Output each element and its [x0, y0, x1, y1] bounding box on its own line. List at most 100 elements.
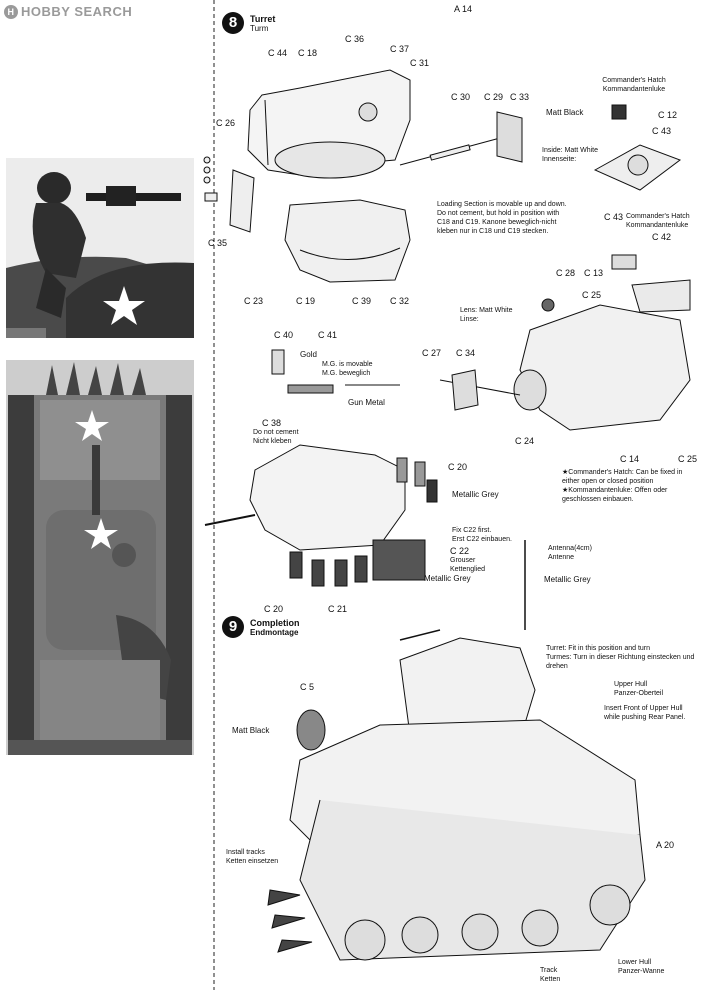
commanders-hatch-title: Commander's Hatch Kommandantenluke — [584, 76, 684, 94]
paint-metallic-grey: Metallic Grey — [452, 490, 499, 499]
antenna-en: Antenna(4cm) — [548, 545, 592, 552]
turret-note-en: Turret: Fit in this position and turn — [546, 645, 651, 652]
install-tracks-de: Ketten einsetzen — [226, 858, 279, 865]
hatch-position-note: ★Commander's Hatch: Can be fixed in eith… — [562, 468, 700, 504]
completed-tank-drawing — [267, 629, 646, 961]
part-label-c25: C 25 — [582, 290, 602, 300]
install-tracks-note: Install tracks Ketten einsetzen — [226, 848, 278, 866]
lower-hull-label: Lower Hull Panzer-Wanne — [618, 958, 664, 976]
mg-note-en: M.G. is movable — [322, 361, 373, 368]
part-label: C 26 — [216, 118, 236, 128]
turret-mid-body-drawing — [204, 444, 438, 551]
commanders-hatch-label: Commander's Hatch Kommandantenluke — [626, 212, 690, 230]
part-label-c43: C 43 — [652, 126, 672, 136]
step-8-title: Turret Turm — [250, 14, 275, 34]
paint-matt-black-9: Matt Black — [232, 726, 270, 735]
lens-note-en: Lens: Matt White — [460, 307, 513, 314]
watermark-text: HOBBY SEARCH — [21, 4, 133, 19]
turret-upper-shell-drawing — [247, 69, 411, 283]
track-label: Track Ketten — [540, 966, 560, 984]
mg-and-gun-parts-drawing — [271, 349, 521, 411]
commanders-hatch-detail-drawing — [593, 104, 682, 191]
part-label: C 35 — [208, 238, 228, 248]
track-en: Track — [540, 967, 558, 974]
inside-matt-white-note: Inside: Matt White Innenseite: — [542, 146, 598, 164]
step-9-title-en: Completion — [250, 618, 300, 628]
part-label-c24: C 24 — [515, 436, 535, 446]
part-label: C 29 — [484, 92, 504, 102]
part-label-c22: C 22 — [450, 546, 470, 556]
part-label-a20: A 20 — [656, 840, 675, 850]
hatch2-en: Commander's Hatch — [626, 213, 690, 220]
part-label-c21: C 21 — [328, 604, 348, 614]
antenna-de: Antenne — [548, 554, 575, 561]
part-label-c43b: C 43 — [604, 212, 624, 222]
loading-section-note: Loading Section is movable up and down. … — [437, 201, 567, 235]
inside-note-de: Innenseite: — [542, 156, 577, 163]
part-label-c34: C 34 — [456, 348, 476, 358]
watermark-logo-icon: H — [4, 4, 18, 19]
lens-note-de: Linse: — [460, 316, 479, 323]
step-8-number: 8 — [222, 12, 244, 34]
c38-note-en: Do not cement — [253, 429, 299, 436]
upper-hull-en: Upper Hull — [614, 681, 648, 688]
turret-lower-assembly-drawing — [513, 254, 691, 431]
paint-gun-metal: Gun Metal — [348, 398, 385, 407]
part-label: C 32 — [390, 296, 410, 306]
part-label: C 19 — [296, 296, 316, 306]
upper-hull-label: Upper Hull Panzer-Oberteil — [614, 680, 663, 698]
hatch-position-note-en: ★Commander's Hatch: Can be fixed in eith… — [562, 469, 683, 485]
inside-note-en: Inside: Matt White — [542, 147, 599, 154]
part-label: C 30 — [451, 92, 471, 102]
track-de: Ketten — [540, 976, 561, 983]
mg-note-de: M.G. beweglich — [322, 370, 371, 377]
part-label-c38: C 38 — [262, 418, 282, 428]
c38-note-de: Nicht kleben — [253, 438, 292, 445]
part-label-c25b: C 25 — [678, 454, 698, 464]
part-label: C 23 — [244, 296, 264, 306]
part-label-c41: C 41 — [318, 330, 338, 340]
antenna-note: Antenna(4cm) Antenne — [548, 544, 592, 562]
fix-c22-note: Fix C22 first. Erst C22 einbauen. — [452, 526, 512, 544]
part-label-c40: C 40 — [274, 330, 294, 340]
part-label: C 33 — [510, 92, 530, 102]
part-label: C 36 — [345, 34, 365, 44]
part-label-c5: C 5 — [300, 682, 315, 692]
lens-matt-white-note: Lens: Matt White Linse: — [460, 306, 513, 324]
upper-hull-de: Panzer-Oberteil — [614, 690, 664, 697]
grouser-note: Grouser Kettenglied — [450, 556, 485, 574]
part-label: C 44 — [268, 48, 288, 58]
part-label: C 18 — [298, 48, 318, 58]
grouser-parts-drawing — [289, 539, 426, 587]
part-label-c42: C 42 — [652, 232, 672, 242]
c26-c35-parts-drawing — [203, 156, 255, 233]
step-9-number: 9 — [222, 616, 244, 638]
turret-note-de: Turmes: Turn in dieser Richtung einsteck… — [546, 654, 695, 670]
label-a14: A 14 — [454, 4, 473, 14]
fix-c22-en: Fix C22 first. — [452, 527, 492, 534]
mg-movable-note: M.G. is movable M.G. beweglich — [322, 360, 373, 378]
fix-c22-de: Erst C22 einbauen. — [452, 536, 512, 543]
part-label-c14: C 14 — [620, 454, 640, 464]
crew-gunner-photo — [6, 158, 194, 338]
grouser-de: Kettenglied — [450, 566, 486, 573]
c38-do-not-cement-note: Do not cement Nicht kleben — [253, 428, 299, 446]
step-9-title: Completion Endmontage — [250, 618, 300, 638]
part-label: C 31 — [410, 58, 430, 68]
insert-front-note: Insert Front of Upper Hull while pushing… — [604, 705, 686, 721]
tank-top-view-photo — [6, 360, 194, 755]
hatch-position-note-de: ★Kommandantenluke: Offen oder geschlosse… — [562, 487, 668, 503]
commanders-hatch-title-en: Commander's Hatch — [602, 77, 666, 84]
step-9-title-de: Endmontage — [250, 628, 299, 637]
commanders-hatch-title-de: Kommandantenluke — [602, 86, 666, 93]
gun-barrel-drawing — [399, 111, 523, 166]
part-label-c27: C 27 — [422, 348, 442, 358]
paint-metallic-grey-2: Metallic Grey — [424, 574, 471, 583]
part-label: C 37 — [390, 44, 410, 54]
install-tracks-en: Install tracks — [226, 849, 265, 856]
step-8-title-de: Turm — [250, 24, 269, 33]
part-label-c13: C 13 — [584, 268, 604, 278]
grouser-en: Grouser — [450, 557, 476, 564]
part-label-c12: C 12 — [658, 110, 678, 120]
